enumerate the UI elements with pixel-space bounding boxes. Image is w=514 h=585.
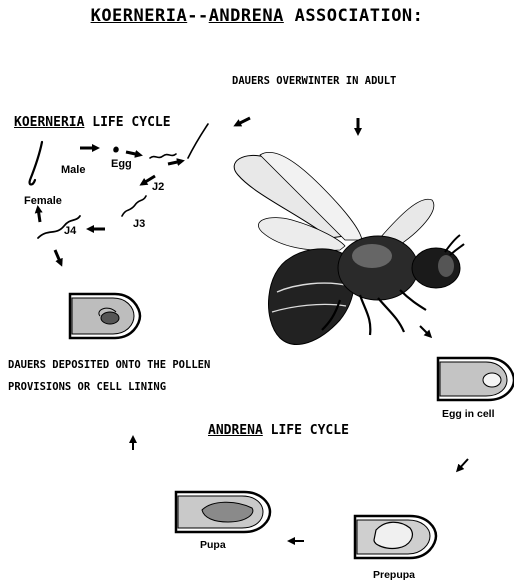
- andrena-name: ANDRENA: [208, 423, 263, 438]
- label-pupa: Pupa: [200, 540, 226, 551]
- dauers-overwinter-note: DAUERS OVERWINTER IN ADULT: [232, 76, 396, 87]
- label-egg: Egg: [111, 159, 132, 170]
- cell-with-bee: [70, 294, 140, 338]
- arrow-j2-to-dauer: [168, 161, 182, 164]
- arrow-egg-cell-to-prepupa: [458, 459, 468, 470]
- label-male: Male: [61, 165, 85, 176]
- arrow-egg-to-j2: [126, 152, 140, 155]
- label-j2: J2: [152, 182, 164, 193]
- j3-nematode: [122, 196, 146, 216]
- pupa-figure: [176, 492, 270, 532]
- egg-in-cell-figure: [438, 358, 514, 400]
- prepupa-figure: [355, 516, 436, 558]
- arrow-down-to-cell: [55, 250, 61, 264]
- deposit-note-line1: DAUERS DEPOSITED ONTO THE POLLEN: [8, 360, 210, 371]
- label-j4: J4: [64, 226, 76, 237]
- koerneria-name: KOERNERIA: [14, 115, 84, 130]
- label-j3: J3: [133, 219, 145, 230]
- arrow-to-adult: [236, 118, 250, 125]
- label-egg-in-cell: Egg in cell: [442, 409, 495, 420]
- andrena-life-cycle-heading: ANDRENA LIFE CYCLE: [208, 424, 349, 437]
- arrow-bee-to-egg-cell: [420, 326, 430, 336]
- dauer-rising: [188, 124, 208, 158]
- egg-shape: [114, 147, 119, 152]
- arrow-j4-to-female: [38, 208, 40, 222]
- koerneria-life-cycle-heading: KOERNERIA LIFE CYCLE: [14, 116, 171, 129]
- j2-nematode: [150, 154, 176, 158]
- deposit-note-line2: PROVISIONS OR CELL LINING: [8, 382, 166, 393]
- andrena-bee-illustration: [234, 152, 464, 344]
- andrena-heading-rest: LIFE CYCLE: [263, 423, 349, 438]
- koerneria-heading-rest: LIFE CYCLE: [84, 115, 170, 130]
- male-nematode: [30, 142, 42, 185]
- koerneria-life-cycle-figures: [30, 124, 208, 238]
- label-female: Female: [24, 196, 62, 207]
- label-prepupa: Prepupa: [373, 570, 415, 581]
